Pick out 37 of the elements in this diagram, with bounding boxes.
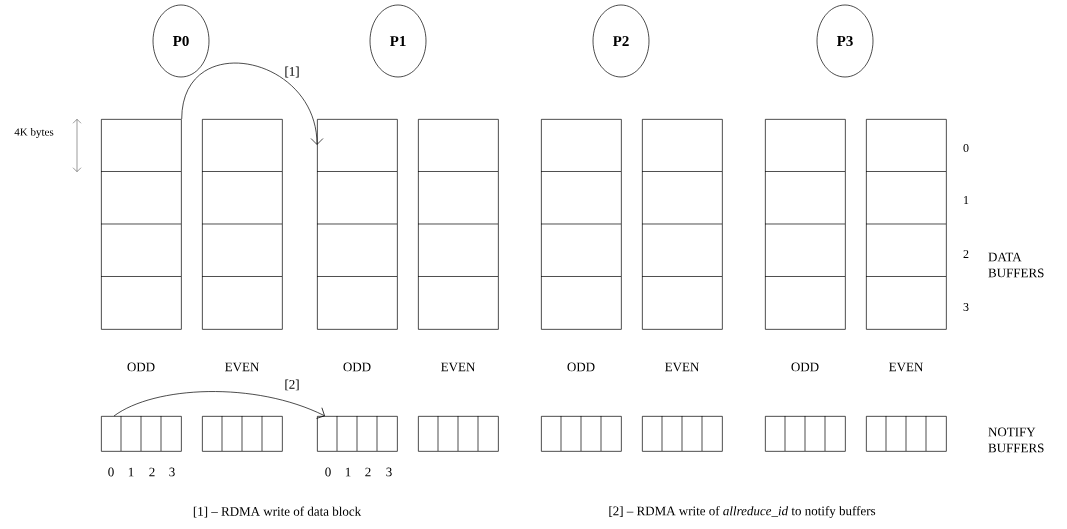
row-number: 0 <box>963 143 969 153</box>
slot-number: 0 <box>325 467 331 477</box>
slot-number: 0 <box>108 467 114 477</box>
notify-buffer <box>418 415 499 452</box>
slot-number: 3 <box>169 467 175 477</box>
buffer-label: EVEN <box>441 362 476 372</box>
note: [1] – RDMA write of data block <box>193 506 362 518</box>
slot-number: 3 <box>386 467 392 477</box>
row-number: 1 <box>964 196 969 204</box>
notify-buffer <box>642 415 723 452</box>
arrow <box>181 62 324 145</box>
notify-buffer <box>765 415 846 452</box>
arrow <box>113 391 325 419</box>
edge-label: [1] <box>285 66 299 78</box>
row-number: 2 <box>963 250 969 258</box>
buffer-label: EVEN <box>889 362 924 372</box>
slot-number: 2 <box>365 467 371 477</box>
buffer-label: EVEN <box>225 362 260 372</box>
buffer-label: ODD <box>567 362 595 372</box>
buffer-title: NOTIFY BUFFERS <box>988 427 1044 453</box>
notify-buffer <box>541 415 622 452</box>
slot-number: 1 <box>345 467 351 477</box>
notify-buffer <box>101 415 182 452</box>
buffer-label: ODD <box>343 362 371 372</box>
row-number: 3 <box>963 302 969 311</box>
note: [2] – RDMA write of allreduce_id to notify buffers <box>609 506 876 518</box>
slot-number: 1 <box>128 467 134 477</box>
buffer-title: DATA BUFFERS <box>988 252 1044 278</box>
slot-number: 2 <box>149 467 155 477</box>
buffer-label: ODD <box>127 362 155 372</box>
edge-label: [2] <box>285 379 299 391</box>
notify-buffer <box>866 415 947 452</box>
dimension-label: 4K bytes <box>14 128 54 138</box>
buffer-label: ODD <box>791 362 819 372</box>
notify-buffer <box>317 415 398 452</box>
buffer-label: EVEN <box>665 362 700 372</box>
notify-buffer <box>202 415 283 452</box>
